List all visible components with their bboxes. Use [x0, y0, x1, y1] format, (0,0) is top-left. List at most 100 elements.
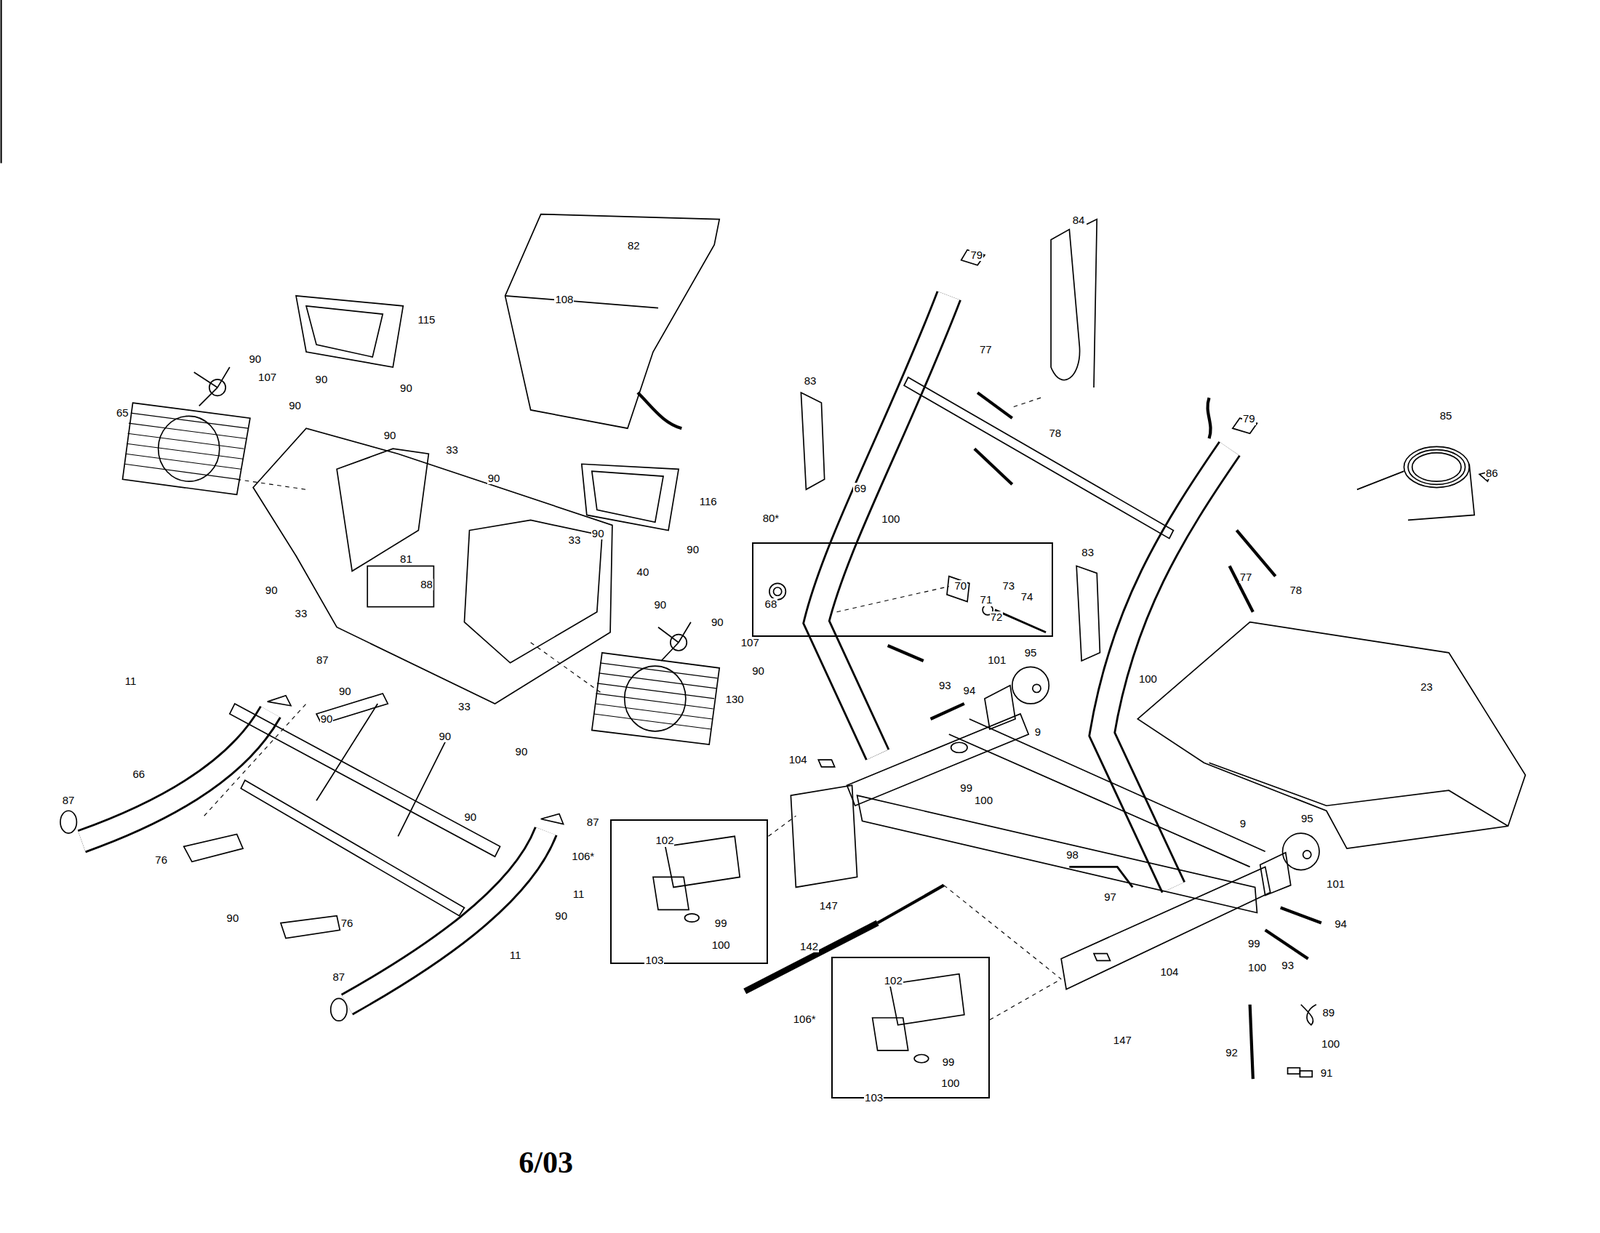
callout-number: 86	[1485, 467, 1499, 480]
callout-number: 74	[1020, 591, 1035, 604]
callout-number: 69	[853, 482, 867, 496]
callout-number: 92	[1224, 1047, 1239, 1060]
callout-number: 130	[725, 693, 745, 707]
callout-number: 84	[1072, 214, 1086, 227]
parts-group-box: 106*10210399100	[610, 819, 768, 965]
callout-number: 90	[487, 472, 502, 486]
callout-number: 90	[751, 665, 766, 678]
callout-number: 100	[940, 1077, 960, 1091]
callout-number: 90	[288, 400, 302, 413]
callout-number: 11	[572, 888, 586, 902]
callout-number: 99	[1247, 938, 1262, 951]
callout-number: 98	[1065, 849, 1080, 862]
callout-number: 91	[1320, 1067, 1334, 1080]
callout-number: 90	[591, 528, 606, 541]
callout-number: 90	[314, 373, 329, 387]
callout-number: 103	[644, 954, 664, 968]
callout-number: 90	[554, 910, 568, 923]
callout-number: 33	[457, 701, 472, 714]
callout-number: 102	[883, 975, 904, 988]
callout-number: 116	[698, 496, 718, 509]
callout-number: 102	[654, 834, 675, 848]
callout-number: 87	[331, 971, 346, 984]
callout-number: 33	[568, 534, 582, 547]
callout-number: 99	[959, 782, 974, 795]
callout-number: 93	[938, 680, 952, 693]
callout-number: 90	[653, 599, 667, 612]
callout-number: 101	[986, 654, 1007, 667]
callout-number: 90	[320, 713, 334, 726]
callout-number: 97	[1103, 891, 1118, 904]
callout-number: 100	[973, 794, 994, 808]
callout-number: 81	[399, 553, 414, 566]
callout-number: 90	[248, 353, 262, 366]
parts-group-box: 80*687071737472	[752, 542, 1054, 637]
callout-number: 83	[803, 375, 818, 388]
callout-number: 23	[1419, 681, 1434, 694]
callout-number: 88	[419, 578, 434, 592]
callout-number: 87	[315, 654, 330, 667]
group-heading: 80*	[762, 512, 781, 526]
callout-number: 90	[685, 544, 700, 557]
callout-number: 65	[115, 407, 130, 420]
callout-number: 33	[445, 444, 459, 457]
callout-number: 66	[131, 768, 146, 782]
callout-number: 90	[399, 382, 414, 395]
callout-number: 103	[864, 1092, 884, 1105]
callout-number: 76	[340, 917, 355, 931]
callout-number: 87	[61, 794, 76, 808]
callout-number: 108	[554, 293, 574, 307]
group-heading: 106*	[570, 850, 595, 864]
callout-number: 99	[714, 917, 728, 931]
callout-number: 70	[954, 580, 968, 593]
callout-number: 71	[979, 594, 994, 607]
parts-group-box: 106*10210399100	[831, 957, 990, 1099]
callout-number: 93	[1280, 960, 1295, 973]
callout-number: 72	[989, 611, 1004, 624]
callout-number: 90	[437, 730, 452, 744]
callout-number: 100	[711, 939, 731, 952]
callout-number: 9	[1239, 818, 1247, 831]
callout-number: 100	[1247, 962, 1267, 975]
date-mark: 6/03	[517, 1146, 574, 1180]
callout-number: 94	[962, 685, 977, 698]
callout-number: 99	[941, 1056, 956, 1070]
callout-number: 142	[799, 941, 819, 954]
callout-number: 87	[586, 816, 600, 830]
callout-number: 104	[788, 754, 808, 767]
callout-number: 11	[124, 675, 138, 688]
callout-number: 95	[1024, 647, 1038, 660]
callout-number: 90	[226, 912, 240, 926]
callout-number: 78	[1048, 427, 1062, 440]
group-heading: 106*	[792, 1013, 817, 1027]
callout-number: 147	[818, 900, 839, 913]
callout-number: 76	[154, 854, 168, 867]
callout-number: 90	[463, 811, 478, 824]
callout-number: 94	[1333, 918, 1348, 931]
callout-number: 85	[1439, 410, 1454, 423]
callout-number: 89	[1321, 1007, 1336, 1020]
callout-number: 73	[1001, 580, 1016, 593]
callout-number: 100	[1138, 673, 1158, 686]
callout-number: 101	[1325, 878, 1346, 891]
callout-number: 40	[636, 566, 651, 579]
callout-number: 82	[626, 240, 641, 253]
callout-number: 90	[383, 429, 398, 443]
callout-number: 90	[710, 616, 725, 630]
callout-number: 90	[514, 746, 529, 759]
callout-number: 100	[1320, 1038, 1341, 1051]
callout-number: 77	[1239, 571, 1254, 584]
callout-number: 78	[1289, 584, 1304, 598]
callout-number: 90	[338, 685, 352, 699]
callout-number: 68	[764, 598, 779, 611]
callout-number: 104	[1159, 966, 1179, 979]
callout-number: 107	[257, 371, 278, 384]
callout-number: 107	[740, 637, 760, 650]
callout-number: 147	[1112, 1034, 1133, 1048]
callout-number: 77	[978, 344, 993, 357]
callout-number: 79	[969, 249, 984, 262]
callout-number: 83	[1080, 546, 1095, 560]
callout-number: 100	[880, 513, 901, 526]
callout-number: 79	[1242, 413, 1256, 426]
